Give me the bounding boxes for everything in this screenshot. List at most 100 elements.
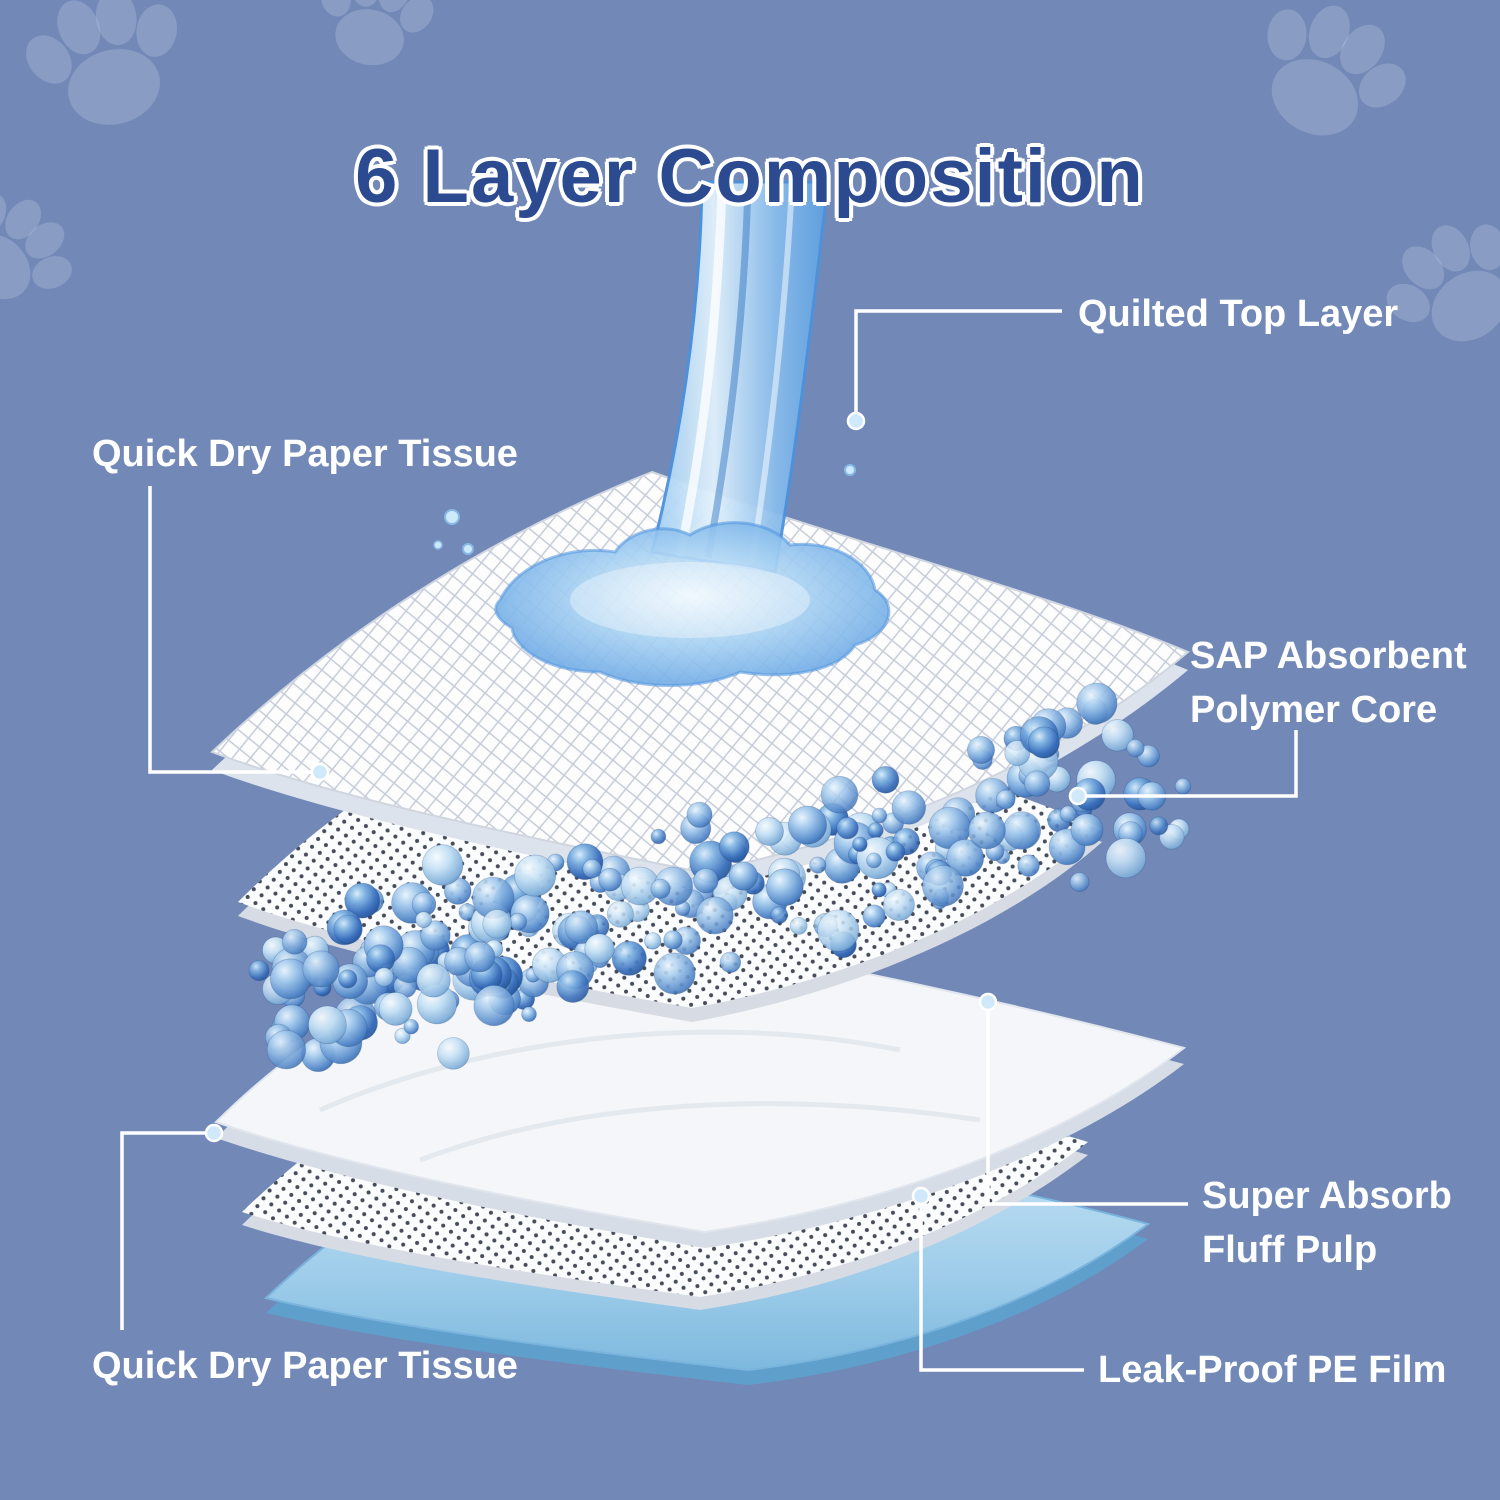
leader-line-quilted-top xyxy=(854,309,1062,414)
sap-bead xyxy=(882,888,915,921)
leader-line-tissue-top xyxy=(148,486,312,774)
sap-bead xyxy=(817,909,860,952)
sap-bead xyxy=(852,836,868,853)
water-droplet xyxy=(433,540,443,550)
leader-lines xyxy=(120,309,1298,1372)
page-title: 6 Layer Composition xyxy=(355,133,1145,219)
sap-bead xyxy=(946,839,985,877)
pad-layer-stack xyxy=(210,470,1192,1385)
sap-bead xyxy=(1017,854,1040,877)
sap-bead xyxy=(718,831,750,862)
sap-bead xyxy=(788,805,828,845)
sap-bead xyxy=(482,909,512,939)
leader-line-fluff-pulp xyxy=(986,1010,1188,1206)
leader-dot-sap-core xyxy=(1068,786,1088,806)
water-splash xyxy=(433,464,891,687)
label-quick-dry-paper-tissue-top: Quick Dry Paper Tissue xyxy=(92,433,518,475)
sap-bead xyxy=(809,856,827,874)
sap-bead xyxy=(862,904,886,928)
sap-bead xyxy=(650,828,667,845)
paw-print-icon xyxy=(302,0,447,78)
leader-line-tissue-bottom xyxy=(120,1131,206,1330)
leader-line-pe-film xyxy=(919,1204,1084,1372)
sap-bead xyxy=(1070,813,1104,847)
sap-bead xyxy=(1105,837,1147,879)
sap-bead xyxy=(871,807,888,824)
paw-print-icon xyxy=(1360,194,1500,376)
sap-bead xyxy=(770,906,789,924)
sap-bead xyxy=(416,963,451,998)
sap-bead xyxy=(464,941,496,973)
sap-bead xyxy=(995,789,1016,810)
sap-bead xyxy=(584,933,615,964)
leader-dot-pe-film xyxy=(911,1186,931,1206)
sap-bead xyxy=(820,775,859,814)
sap-bead xyxy=(728,861,759,891)
sap-bead xyxy=(338,969,358,989)
water-stream xyxy=(650,180,830,574)
label-super-absorb-fluff-pulp: Super Absorb Fluff Pulp xyxy=(1202,1175,1452,1271)
sap-bead xyxy=(644,932,662,950)
sap-bead xyxy=(1076,682,1118,724)
label-quilted-top-layer: Quilted Top Layer xyxy=(1078,293,1399,335)
layer-sap-core-beads xyxy=(248,682,1192,1072)
sap-bead xyxy=(693,868,719,894)
sap-bead xyxy=(968,811,1006,850)
water-droplet xyxy=(462,543,474,555)
sap-bead xyxy=(967,736,996,765)
sap-bead xyxy=(508,912,527,931)
label-quick-dry-paper-tissue-bottom: Quick Dry Paper Tissue xyxy=(92,1345,518,1387)
sap-bead xyxy=(663,930,683,950)
sap-bead xyxy=(650,878,671,899)
sap-bead xyxy=(765,868,804,906)
sap-bead xyxy=(866,852,882,869)
sap-bead xyxy=(1069,872,1090,892)
sap-bead xyxy=(922,864,964,907)
sap-bead xyxy=(1002,811,1042,850)
leader-dot-quilted-top xyxy=(846,411,866,431)
sap-bead xyxy=(891,790,926,825)
sap-bead xyxy=(421,844,464,886)
sap-bead xyxy=(556,970,590,1003)
water-droplet xyxy=(444,509,460,525)
sap-bead xyxy=(1023,770,1051,797)
sap-bead xyxy=(437,1037,470,1070)
sap-bead xyxy=(789,917,808,935)
sap-bead xyxy=(1059,805,1077,823)
sap-bead xyxy=(885,841,906,862)
sap-bead xyxy=(606,900,634,928)
paw-print-icon xyxy=(6,0,206,145)
sap-bead xyxy=(1126,738,1145,758)
sap-bead xyxy=(695,896,734,935)
leader-dot-fluff-pulp xyxy=(978,992,998,1012)
sap-bead xyxy=(1174,777,1192,795)
leader-line-sap-core xyxy=(1086,730,1298,798)
sap-bead xyxy=(653,952,696,995)
sap-bead xyxy=(719,951,742,974)
sap-bead xyxy=(598,867,622,892)
sap-bead xyxy=(836,816,859,840)
leader-dot-tissue-bottom xyxy=(204,1123,224,1143)
sap-bead xyxy=(755,817,784,846)
sap-bead xyxy=(302,950,340,988)
sap-bead xyxy=(420,920,451,951)
sap-bead xyxy=(266,1029,307,1070)
sap-bead xyxy=(582,859,602,879)
sap-bead xyxy=(867,822,884,839)
sap-bead xyxy=(514,854,557,897)
sap-bead xyxy=(871,882,887,898)
sap-bead xyxy=(403,1018,419,1035)
sap-bead xyxy=(281,928,308,955)
sap-bead xyxy=(611,940,647,976)
sap-bead xyxy=(374,967,394,987)
sap-bead xyxy=(1101,719,1134,752)
sap-bead xyxy=(564,910,598,944)
sap-bead xyxy=(1149,816,1169,836)
leader-dot-tissue-top xyxy=(310,762,330,782)
sap-bead xyxy=(248,959,270,982)
sap-bead xyxy=(415,911,433,929)
sap-bead xyxy=(1004,740,1031,767)
sap-bead xyxy=(344,882,381,919)
